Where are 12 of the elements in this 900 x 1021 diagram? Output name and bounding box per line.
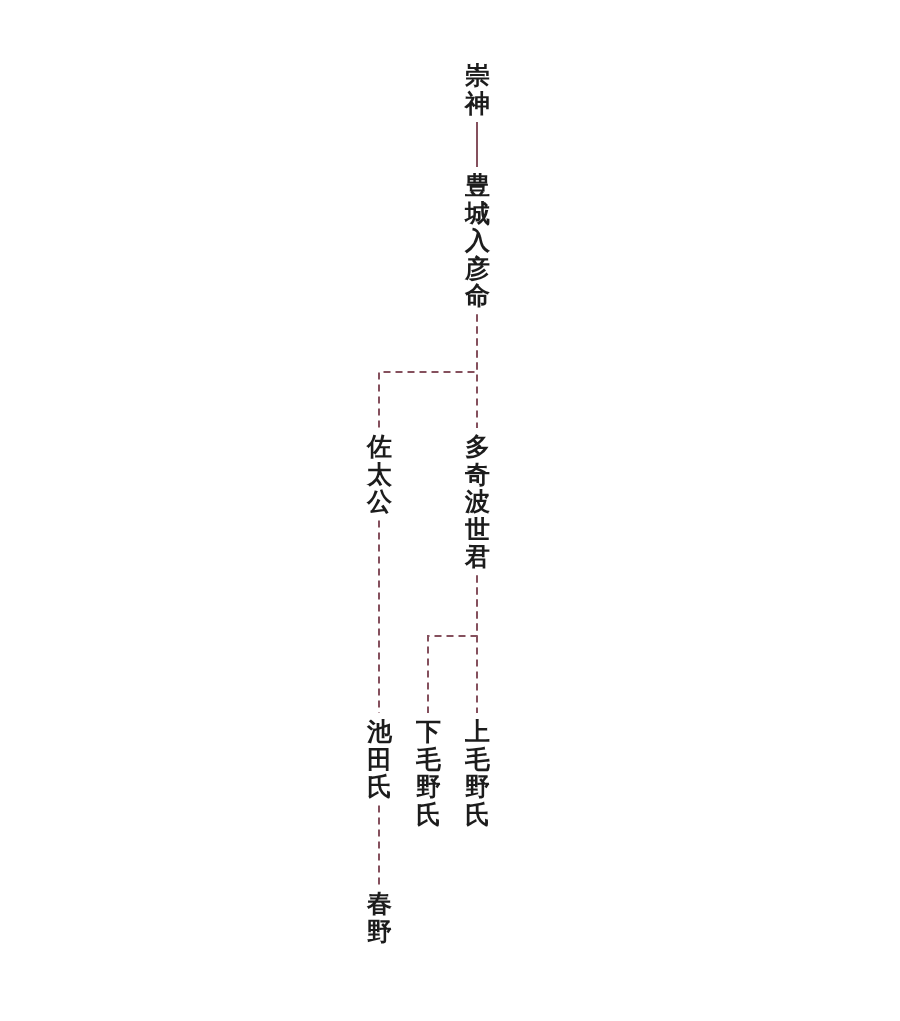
name-label: 春野 [366, 890, 392, 945]
name-label: 佐太公 [366, 433, 392, 516]
name-label: 豊城入彦命 [464, 172, 490, 310]
name-label: 池田氏 [366, 718, 392, 801]
lineage-line [476, 121, 478, 168]
name-label: 下毛野氏 [415, 718, 441, 828]
lineage-line [476, 574, 478, 714]
name-label: 多奇波世君 [464, 433, 490, 571]
name-label: 上毛野氏 [464, 718, 490, 828]
lineage-line [378, 804, 380, 886]
lineage-line [476, 313, 478, 429]
name-label: 崇神 [464, 62, 490, 117]
